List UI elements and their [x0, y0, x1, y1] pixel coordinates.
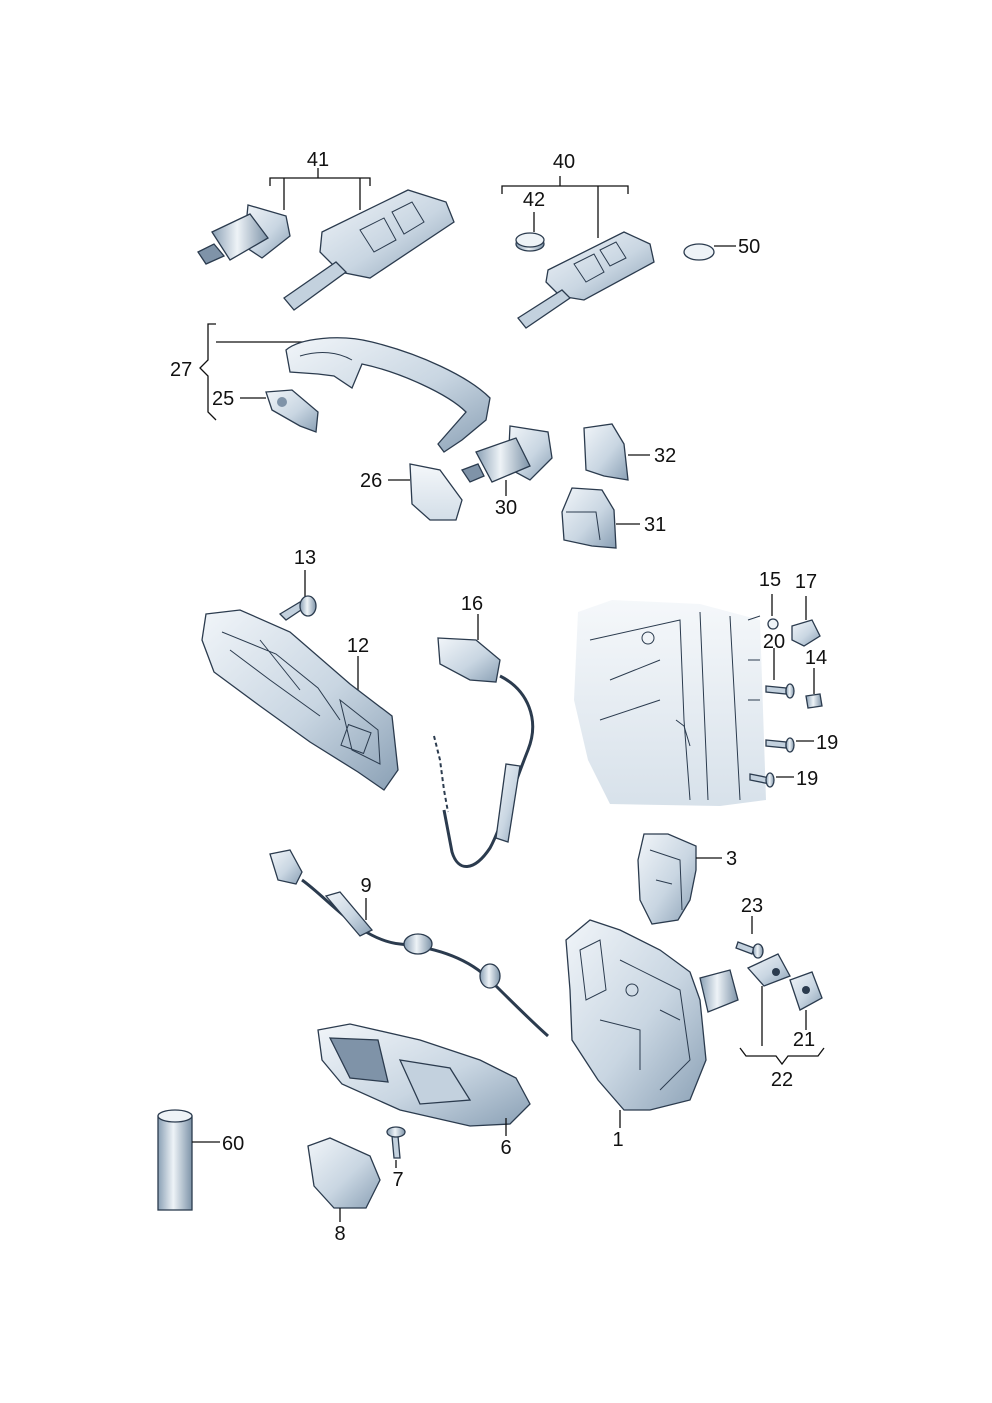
label-12: 12	[347, 635, 369, 657]
handle-carrier-12	[201, 609, 399, 791]
label-41: 41	[307, 149, 329, 171]
label-32: 32	[654, 445, 676, 467]
label-14: 14	[805, 647, 827, 669]
label-19-b: 19	[796, 768, 818, 790]
bolt-13	[278, 570, 317, 621]
label-22: 22	[771, 1069, 793, 1091]
group-41-lock-set	[197, 168, 455, 311]
label-21: 21	[793, 1029, 815, 1051]
bracket-3	[637, 833, 722, 925]
label-60: 60	[222, 1133, 244, 1155]
label-7: 7	[392, 1169, 403, 1191]
label-15: 15	[759, 569, 781, 591]
screw-19-b	[749, 772, 794, 788]
handle-seal-25	[265, 389, 319, 433]
label-9: 9	[360, 875, 371, 897]
group-40-key-set	[501, 176, 736, 329]
label-50: 50	[738, 236, 760, 258]
cap-31	[561, 487, 640, 549]
label-30: 30	[495, 497, 517, 519]
cap-32	[583, 423, 650, 481]
label-20: 20	[763, 631, 785, 653]
small-parts-15-17-20-14	[747, 594, 823, 709]
group-27-outer-handle	[199, 323, 491, 453]
part-labels: 41 40 42 50 27 25 26 30 32 31 13 12 16 1…	[170, 149, 838, 1245]
label-6: 6	[500, 1137, 511, 1159]
screw-19-a	[765, 737, 814, 753]
screw-7	[386, 1126, 406, 1168]
lock-cylinder-30	[461, 425, 553, 496]
cover-8	[307, 1137, 381, 1222]
label-25: 25	[212, 388, 234, 410]
battery-50	[683, 243, 736, 261]
outer-door-handle	[285, 337, 491, 453]
label-23: 23	[741, 895, 763, 917]
label-26: 26	[360, 470, 382, 492]
door-body-panel	[574, 600, 766, 806]
label-42: 42	[523, 189, 545, 211]
grease-tube-60	[157, 1109, 220, 1211]
striker-parts-21-22-23	[735, 916, 825, 1066]
interior-handle-6	[317, 1023, 531, 1136]
flip-key-41	[283, 189, 455, 311]
label-19-a: 19	[816, 732, 838, 754]
label-27: 27	[170, 359, 192, 381]
label-3: 3	[726, 848, 737, 870]
handle-seal-26	[388, 463, 463, 521]
label-16: 16	[461, 593, 483, 615]
door-lock-1	[565, 919, 739, 1128]
release-cable-16	[433, 614, 535, 868]
label-31: 31	[644, 514, 666, 536]
flip-key-40	[517, 231, 655, 329]
lock-cylinder-41	[197, 204, 291, 265]
interior-release-cable-9	[269, 849, 549, 1038]
label-1: 1	[612, 1129, 623, 1151]
label-17: 17	[795, 571, 817, 593]
label-40: 40	[553, 151, 575, 173]
label-13: 13	[294, 547, 316, 569]
battery-42	[515, 232, 545, 252]
label-8: 8	[334, 1223, 345, 1245]
screw-23	[735, 941, 764, 959]
screw-20	[765, 683, 795, 699]
